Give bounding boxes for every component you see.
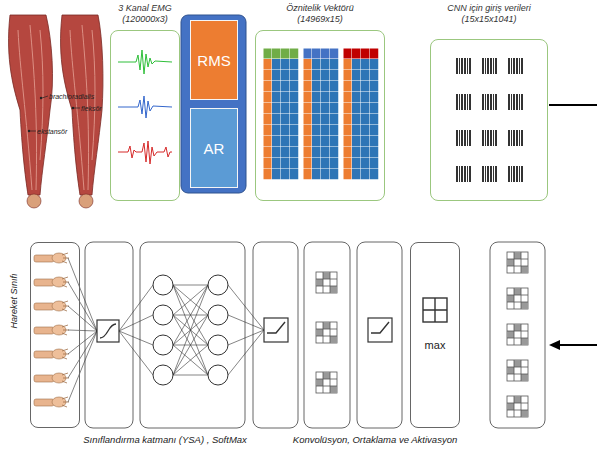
cnn-input-icons: [456, 58, 523, 182]
layer-boxes: [85, 242, 545, 428]
feature-maps: [507, 252, 528, 417]
feature-panel: [181, 15, 246, 193]
node-text: 3 Kanal EMG (120000x3): [109, 3, 181, 25]
node-text: CNN için giriş verileri (15x15x1041): [433, 3, 545, 25]
panel-frame: [110, 30, 180, 201]
pooling-box: max: [410, 242, 460, 428]
signal-panel: 3 Kanal EMG (120000x3): [110, 3, 180, 201]
feature-grids: [263, 48, 379, 180]
neural-network: [119, 275, 264, 385]
node-text: max: [411, 339, 459, 352]
cnn-input-panel: CNN için giriş verileri (15x15x1041): [430, 3, 548, 201]
node-text: AR: [204, 140, 225, 157]
softmax-symbol: [97, 320, 119, 342]
arm-illustration: [9, 15, 103, 208]
gesture-images: [34, 253, 97, 407]
panel-frame: [255, 30, 385, 201]
node-text: Öznitelik Vektörü (14969x15): [272, 3, 368, 25]
stage-caption: Sınıflandırma katmanı (YSA) , SoftMax: [83, 434, 247, 446]
pooling-symbol: [423, 298, 447, 322]
node-text: Hareket Sınıfı: [9, 273, 20, 328]
muscle-label: brachioradialis: [49, 92, 94, 101]
emg-signals: [118, 50, 172, 164]
muscle-label: ekstansör: [37, 127, 67, 136]
feature-box: AR: [190, 108, 238, 188]
stage-caption: Konvolüsyon, Ortaklama ve Aktivasyon: [293, 434, 457, 446]
muscle-label: fleksör: [81, 104, 102, 113]
feature-vector-panel: Öznitelik Vektörü (14969x15): [255, 3, 385, 201]
panel-frame: [430, 39, 548, 201]
conv-kernels: [316, 272, 337, 393]
class-box: Hareket Sınıfı: [30, 242, 80, 428]
feature-box: RMS: [190, 20, 238, 100]
activation-symbols: [264, 318, 392, 342]
flow-arrow: [549, 105, 597, 350]
node-text: RMS: [197, 52, 230, 69]
